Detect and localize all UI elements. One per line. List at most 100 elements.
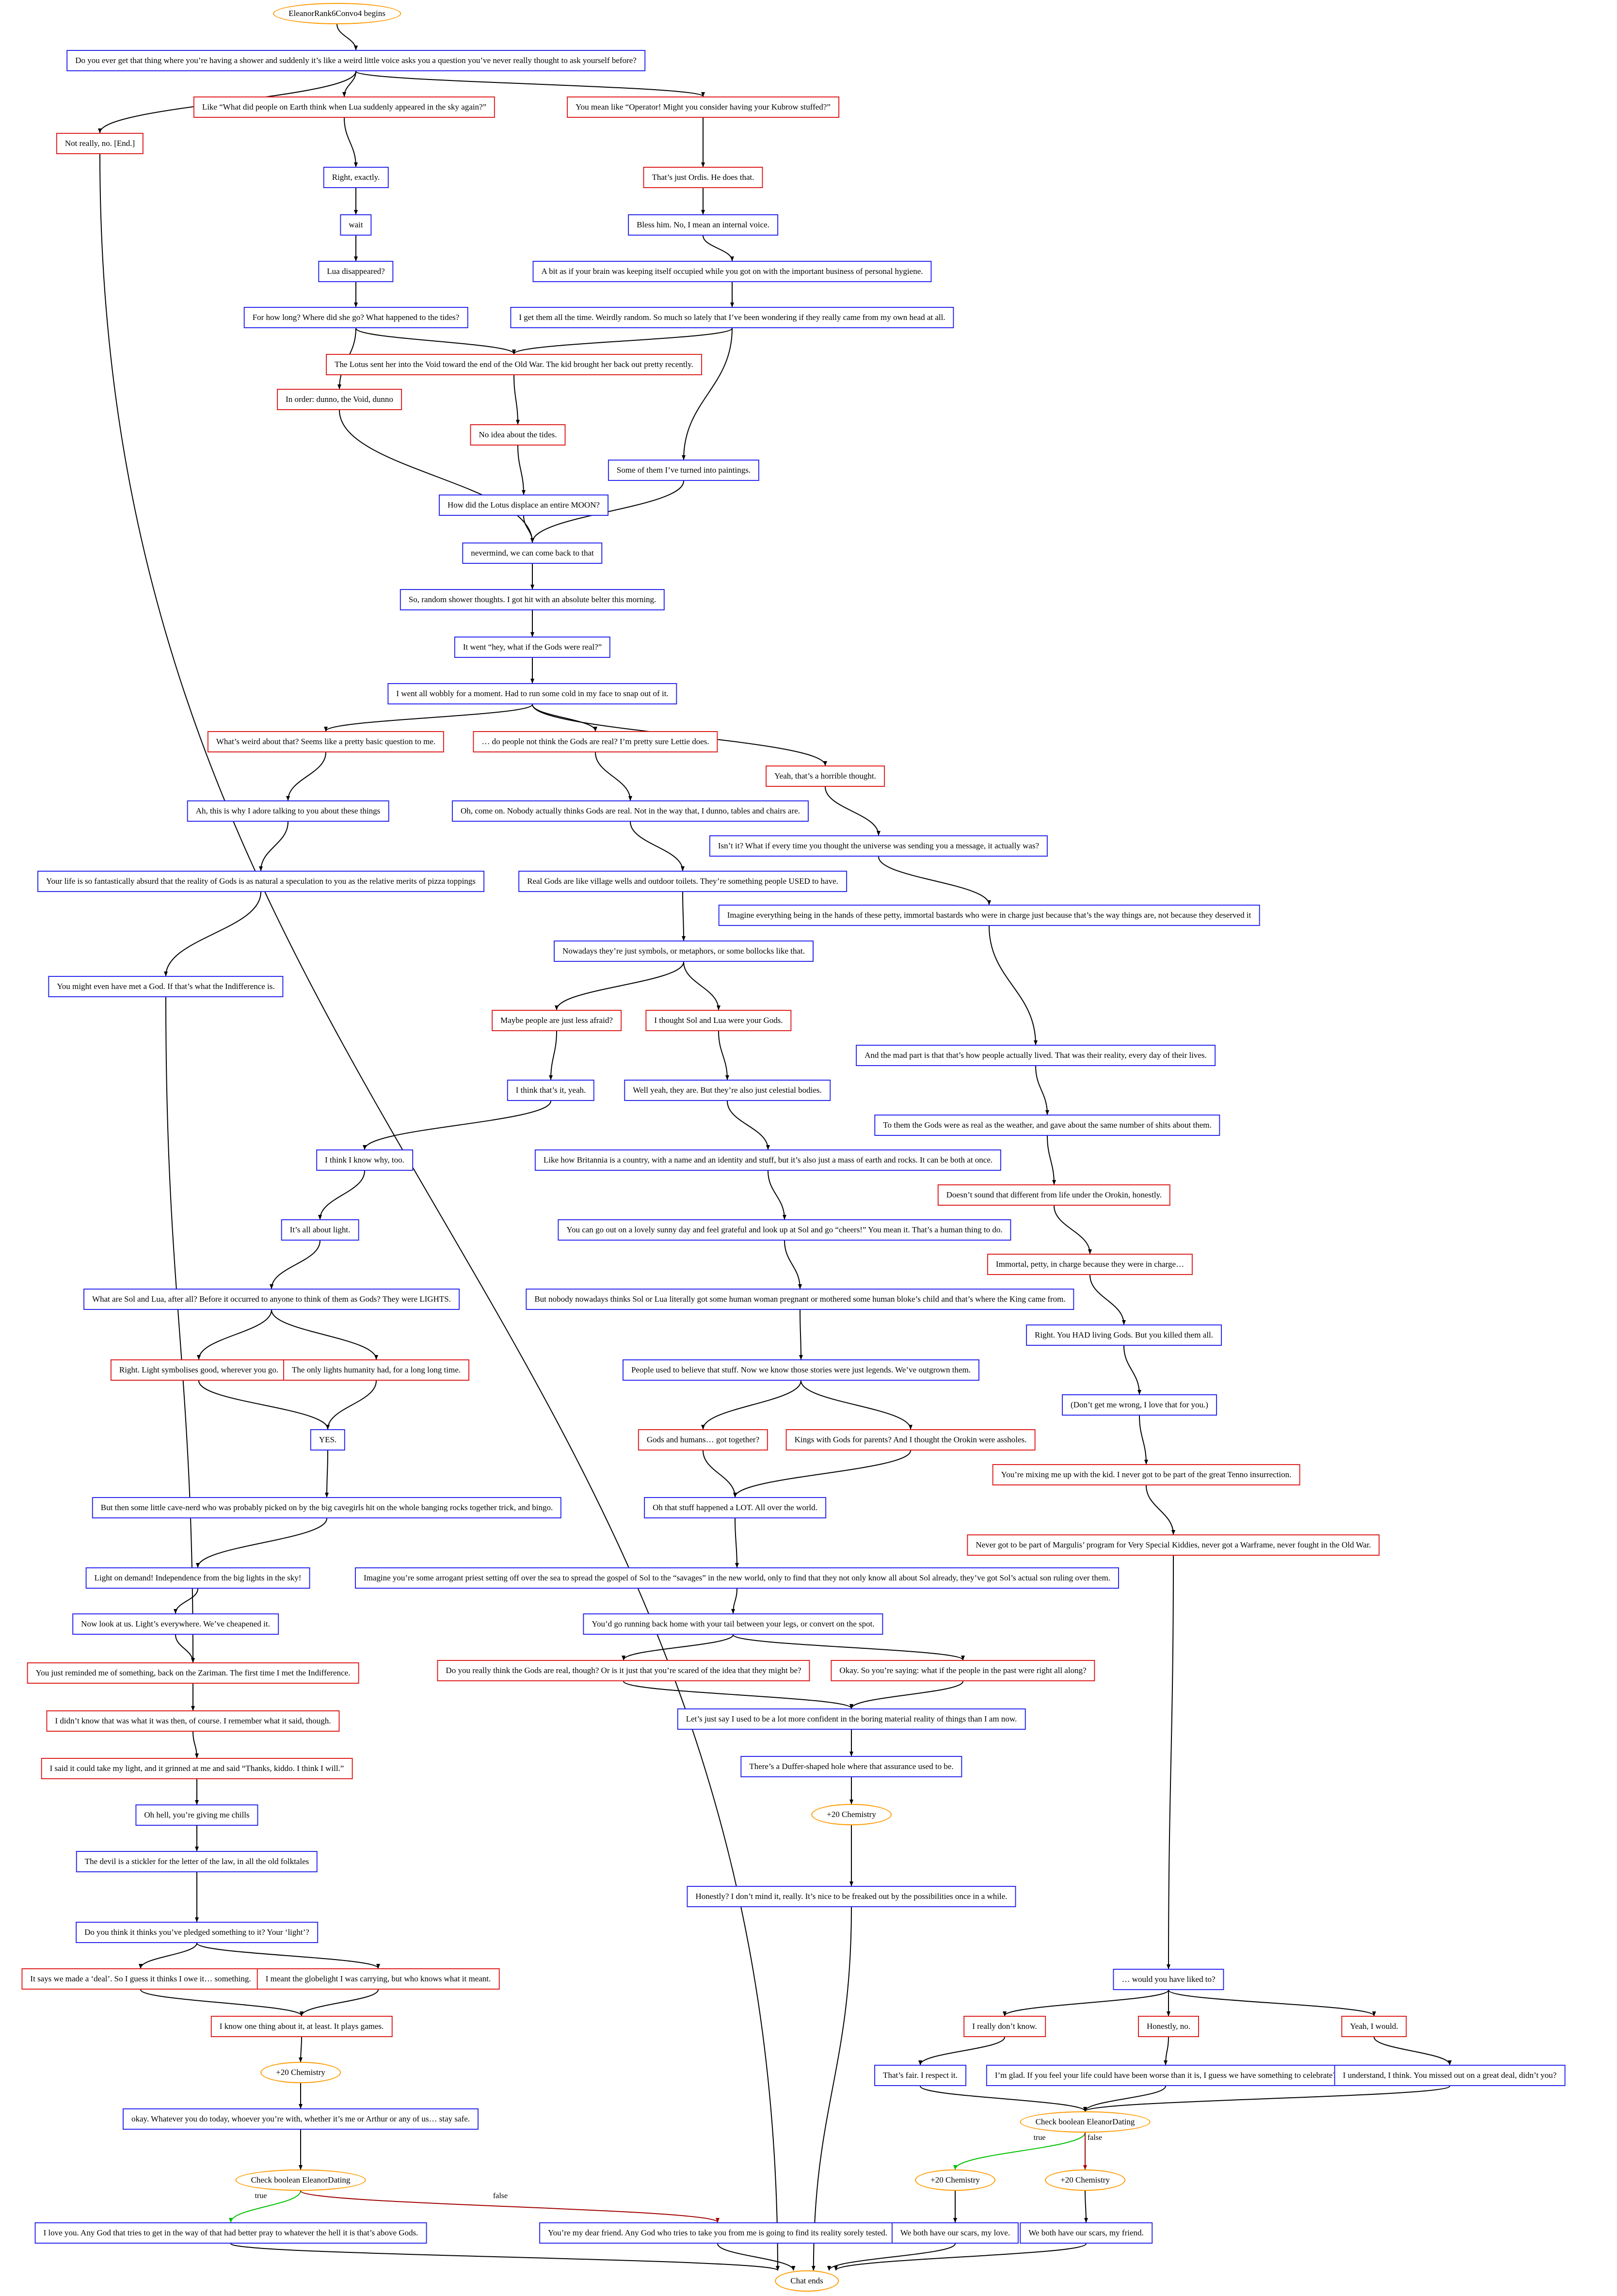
edge [811,1907,852,2271]
edge-label-true: true [255,2192,267,2200]
node-n55: Let’s just say I used to be a lot more c… [677,1708,1026,1730]
edge [197,1309,272,1360]
node-n34: I think I know why, too. [316,1149,413,1171]
edge [623,1681,853,1709]
node-n51: Imagine you’re some arrogant priest sett… [354,1567,1120,1589]
edge [196,1943,380,1969]
node-n52: You’d go running back home with your tai… [583,1613,883,1635]
edge [140,1989,304,2016]
node-n74: Do you think it thinks you’ve pledged so… [76,1922,318,1943]
edge [196,1518,327,1568]
node-n24: Yeah, that’s a horrible thought. [766,765,885,787]
edge [318,1170,365,1220]
edge [286,752,326,801]
edge [300,2190,720,2223]
node-n29: Real Gods are like village wells and out… [518,871,847,892]
edge [342,71,356,97]
edge-label-false: false [493,2192,508,2200]
node-n50: Oh that stuff happened a LOT. All over t… [644,1497,826,1518]
edge [630,821,685,871]
edge [1003,1990,1169,2016]
node-n21: I went all wobbly for a moment. Had to r… [387,683,677,704]
edge [834,2243,1087,2271]
edge [989,925,1038,1045]
node-n72: Oh hell, you’re giving me chills [135,1804,258,1826]
node-n47: People used to believe that stuff. Now w… [622,1359,980,1381]
edge [918,2037,1005,2065]
edge [682,328,733,460]
node-n30: Nowadays they’re just symbols, or metaph… [554,941,814,962]
edge [622,1634,734,1660]
node-n90: Check boolean EleanorDating [1020,2111,1151,2133]
edge [735,1518,739,1568]
edge [1167,1555,1174,1969]
node-n61: And the mad part is that that’s how peop… [856,1045,1216,1066]
edge [920,2086,1087,2112]
node-n63: Doesn’t sound that different from life u… [937,1184,1171,1206]
node-n28: Oh, come on. Nobody actually thinks Gods… [451,800,809,822]
node-n75: It says we made a ‘deal’. So I guess it … [21,1968,260,1990]
node-n56: There’s a Duffer-shaped hole where that … [740,1756,962,1777]
edge [825,786,881,836]
node-n83: … would you have liked to? [1113,1969,1224,1990]
node-n8: For how long? Where did she go? What hap… [243,307,468,328]
node-n33: I think that’s it, yeah. [507,1080,595,1101]
edge [1035,1066,1049,1115]
node-n3: Like “What did people on Earth think whe… [193,96,496,118]
edge [1168,1990,1376,2016]
node-n25: Ah, this is why I adore talking to you a… [187,800,389,822]
node-n58: Honestly? I don’t mind it, really. It’s … [687,1886,1016,1907]
node-n23: … do people not think the Gods are real?… [473,731,718,752]
node-n73: The devil is a stickler for the letter o… [76,1851,318,1872]
edge [849,1681,963,1709]
node-n9: The Lotus sent her into the Void toward … [326,354,702,375]
edge [1083,2086,1166,2112]
edge [517,445,526,495]
node-n86: Yeah, I would. [1341,2016,1407,2037]
node-n11: No idea about the tides. [470,424,566,446]
edge [1083,2086,1450,2112]
edge [230,2243,780,2271]
edge [1374,2037,1452,2065]
node-n82: You’re my dear friend. Any God who tries… [539,2222,896,2244]
edge [363,1100,551,1150]
node-end: Chat ends [775,2270,839,2292]
node-n41: Light on demand! Independence from the b… [85,1567,310,1589]
node-n66: (Don’t get me wrong, I love that for you… [1062,1394,1217,1416]
edge [878,856,991,905]
edge [1123,1345,1141,1395]
node-n32: I thought Sol and Lua were your Gods. [645,1010,792,1031]
edge [555,961,684,1010]
edge [300,1989,379,2016]
node-n57: +20 Chemistry [811,1804,892,1825]
edge [324,704,533,732]
node-n27: You might even have met a God. If that’s… [48,976,284,997]
edge [731,1588,737,1614]
edge [701,1380,801,1430]
edge [784,1240,802,1289]
node-n19: So, random shower thoughts. I got hit wi… [400,589,665,610]
node-n16: I get them all the time. Weirdly random.… [510,307,954,328]
node-n26: Your life is so fantastically absurd tha… [37,871,484,892]
node-n37: Right. Light symbolises good, wherever y… [110,1359,288,1381]
edge [512,328,733,354]
node-n80: Check boolean EleanorDating [235,2169,366,2191]
edge [703,235,734,261]
node-n6: wait [340,214,372,236]
node-n31: Maybe people are just less afraid? [492,1010,622,1031]
edge [532,704,597,732]
edge [1054,1205,1092,1254]
node-n69: You just reminded me of something, back … [27,1662,359,1684]
node-n67: You’re mixing me up with the kid. I neve… [992,1464,1300,1485]
node-n78: +20 Chemistry [260,2062,341,2083]
node-n81: I love you. Any God that tries to get in… [34,2222,427,2244]
node-n65: Right. You HAD living Gods. But you kill… [1026,1324,1222,1346]
node-n18: nevermind, we can come back to that [462,542,603,564]
edge [175,1634,195,1663]
node-n5: Right, exactly. [323,167,389,188]
edge [681,892,686,941]
node-n14: Bless him. No, I mean an internal voice. [628,214,778,236]
edge [733,1450,911,1498]
node-n94: We both have our scars, my friend. [1020,2222,1153,2244]
